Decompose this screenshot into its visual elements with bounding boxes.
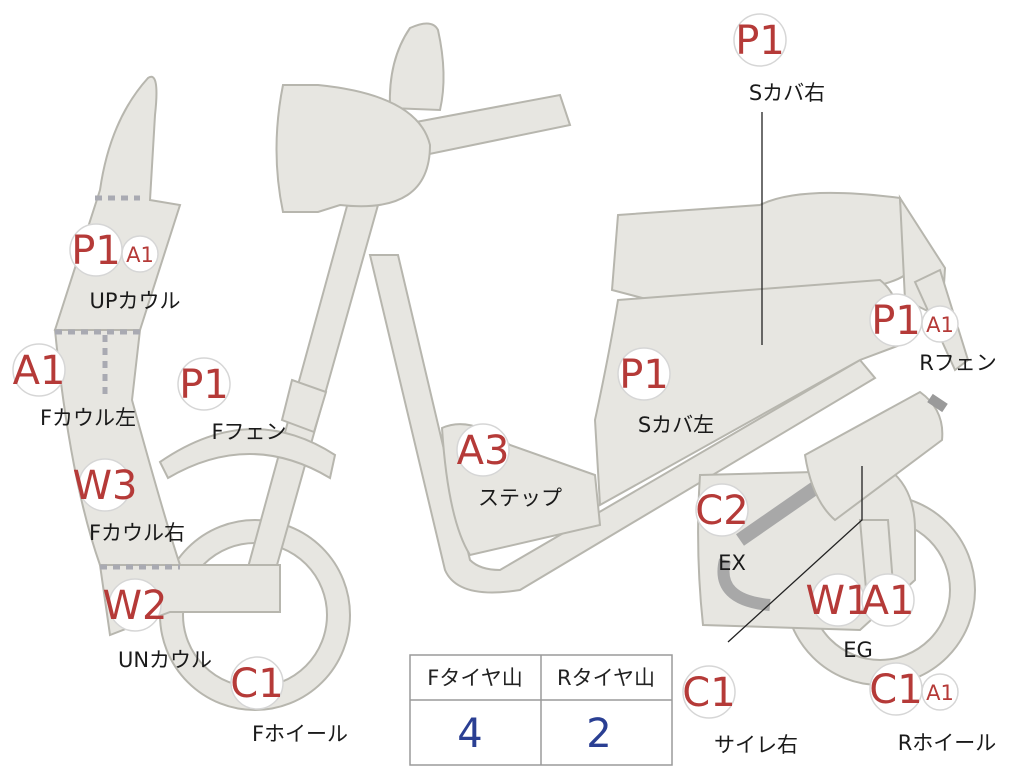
silencer-right-grade: C1	[682, 670, 735, 716]
s-cover-right-grade: P1	[735, 18, 785, 64]
callout-s-cover-right: P1 Sカバ右	[733, 13, 825, 105]
f-cowl-right-grade: W3	[73, 463, 138, 509]
callout-ex: C2 EX	[695, 483, 749, 575]
windscreen-shape	[388, 22, 445, 112]
callout-eg: W1 A1 EG	[806, 573, 915, 662]
r-fender-label: Rフェン	[919, 351, 997, 375]
f-fender-grade: P1	[179, 362, 229, 408]
muffler-tip-shape	[927, 393, 948, 413]
f-fender-label: Fフェン	[211, 420, 286, 444]
front-fender-shape	[158, 428, 337, 480]
eg-grade-1: W1	[806, 578, 871, 624]
f-cowl-left-grade: A1	[13, 348, 66, 394]
ex-grade: C2	[695, 488, 748, 534]
headlight-shape	[275, 84, 432, 213]
eg-grade-2: A1	[862, 578, 915, 624]
ex-label: EX	[718, 551, 746, 575]
leader-lines	[727, 112, 863, 643]
r-wheel-label: Rホイール	[898, 731, 997, 755]
tire-table-header-front: Fタイヤ山	[427, 666, 522, 690]
callout-step: A3 ステップ	[456, 423, 562, 510]
callout-r-fender: P1 A1 Rフェン	[869, 293, 997, 375]
r-wheel-grade-1: C1	[869, 667, 922, 713]
callout-up-cowl: P1 A1 UPカウル	[69, 223, 181, 313]
un-cowl-label: UNカウル	[118, 648, 212, 672]
callout-un-cowl: W2 UNカウル	[103, 578, 212, 672]
exhaust-link-shape	[736, 482, 819, 546]
s-cover-left-grade: P1	[619, 352, 669, 398]
s-cover-left-label: Sカバ左	[638, 413, 714, 437]
s-cover-right-label: Sカバ右	[749, 81, 825, 105]
r-fender-grade-2: A1	[926, 313, 954, 337]
fork-joint-shape	[280, 378, 328, 434]
f-cowl-right-label: Fカウル右	[89, 521, 185, 545]
callout-f-cowl-left: A1 Fカウル左	[12, 343, 136, 430]
r-fender-grade-1: P1	[871, 298, 921, 344]
callout-s-cover-left: P1 Sカバ左	[617, 347, 714, 437]
tire-table-value-front: 4	[457, 711, 482, 757]
callout-silencer-right: C1 サイレ右	[682, 665, 798, 757]
tire-table-value-rear: 2	[586, 711, 611, 757]
step-label: ステップ	[478, 486, 562, 510]
tire-table-header-rear: Rタイヤ山	[557, 666, 655, 690]
tire-tread-table: Fタイヤ山 Rタイヤ山 4 2	[409, 654, 673, 766]
up-cowl-label: UPカウル	[89, 289, 180, 313]
leader-muffler	[727, 466, 863, 643]
r-wheel-grade-2: A1	[926, 681, 954, 705]
un-cowl-grade: W2	[103, 583, 168, 629]
up-cowl-grade-1: P1	[71, 228, 121, 274]
callout-f-wheel: C1 Fホイール	[230, 656, 348, 746]
floor-frame-shape	[368, 254, 877, 594]
up-cowl-grade-2: A1	[126, 243, 154, 267]
f-cowl-left-label: Fカウル左	[40, 406, 136, 430]
step-grade: A3	[457, 428, 510, 474]
eg-label: EG	[843, 638, 873, 662]
callout-r-wheel: C1 A1 Rホイール	[869, 662, 997, 755]
exhaust-pipe-shape	[717, 558, 771, 611]
callout-f-fender: P1 Fフェン	[177, 357, 287, 444]
callout-f-cowl-right: W3 Fカウル右	[73, 458, 185, 545]
f-wheel-label: Fホイール	[252, 722, 348, 746]
f-wheel-grade: C1	[230, 661, 283, 707]
silencer-right-label: サイレ右	[714, 733, 798, 757]
